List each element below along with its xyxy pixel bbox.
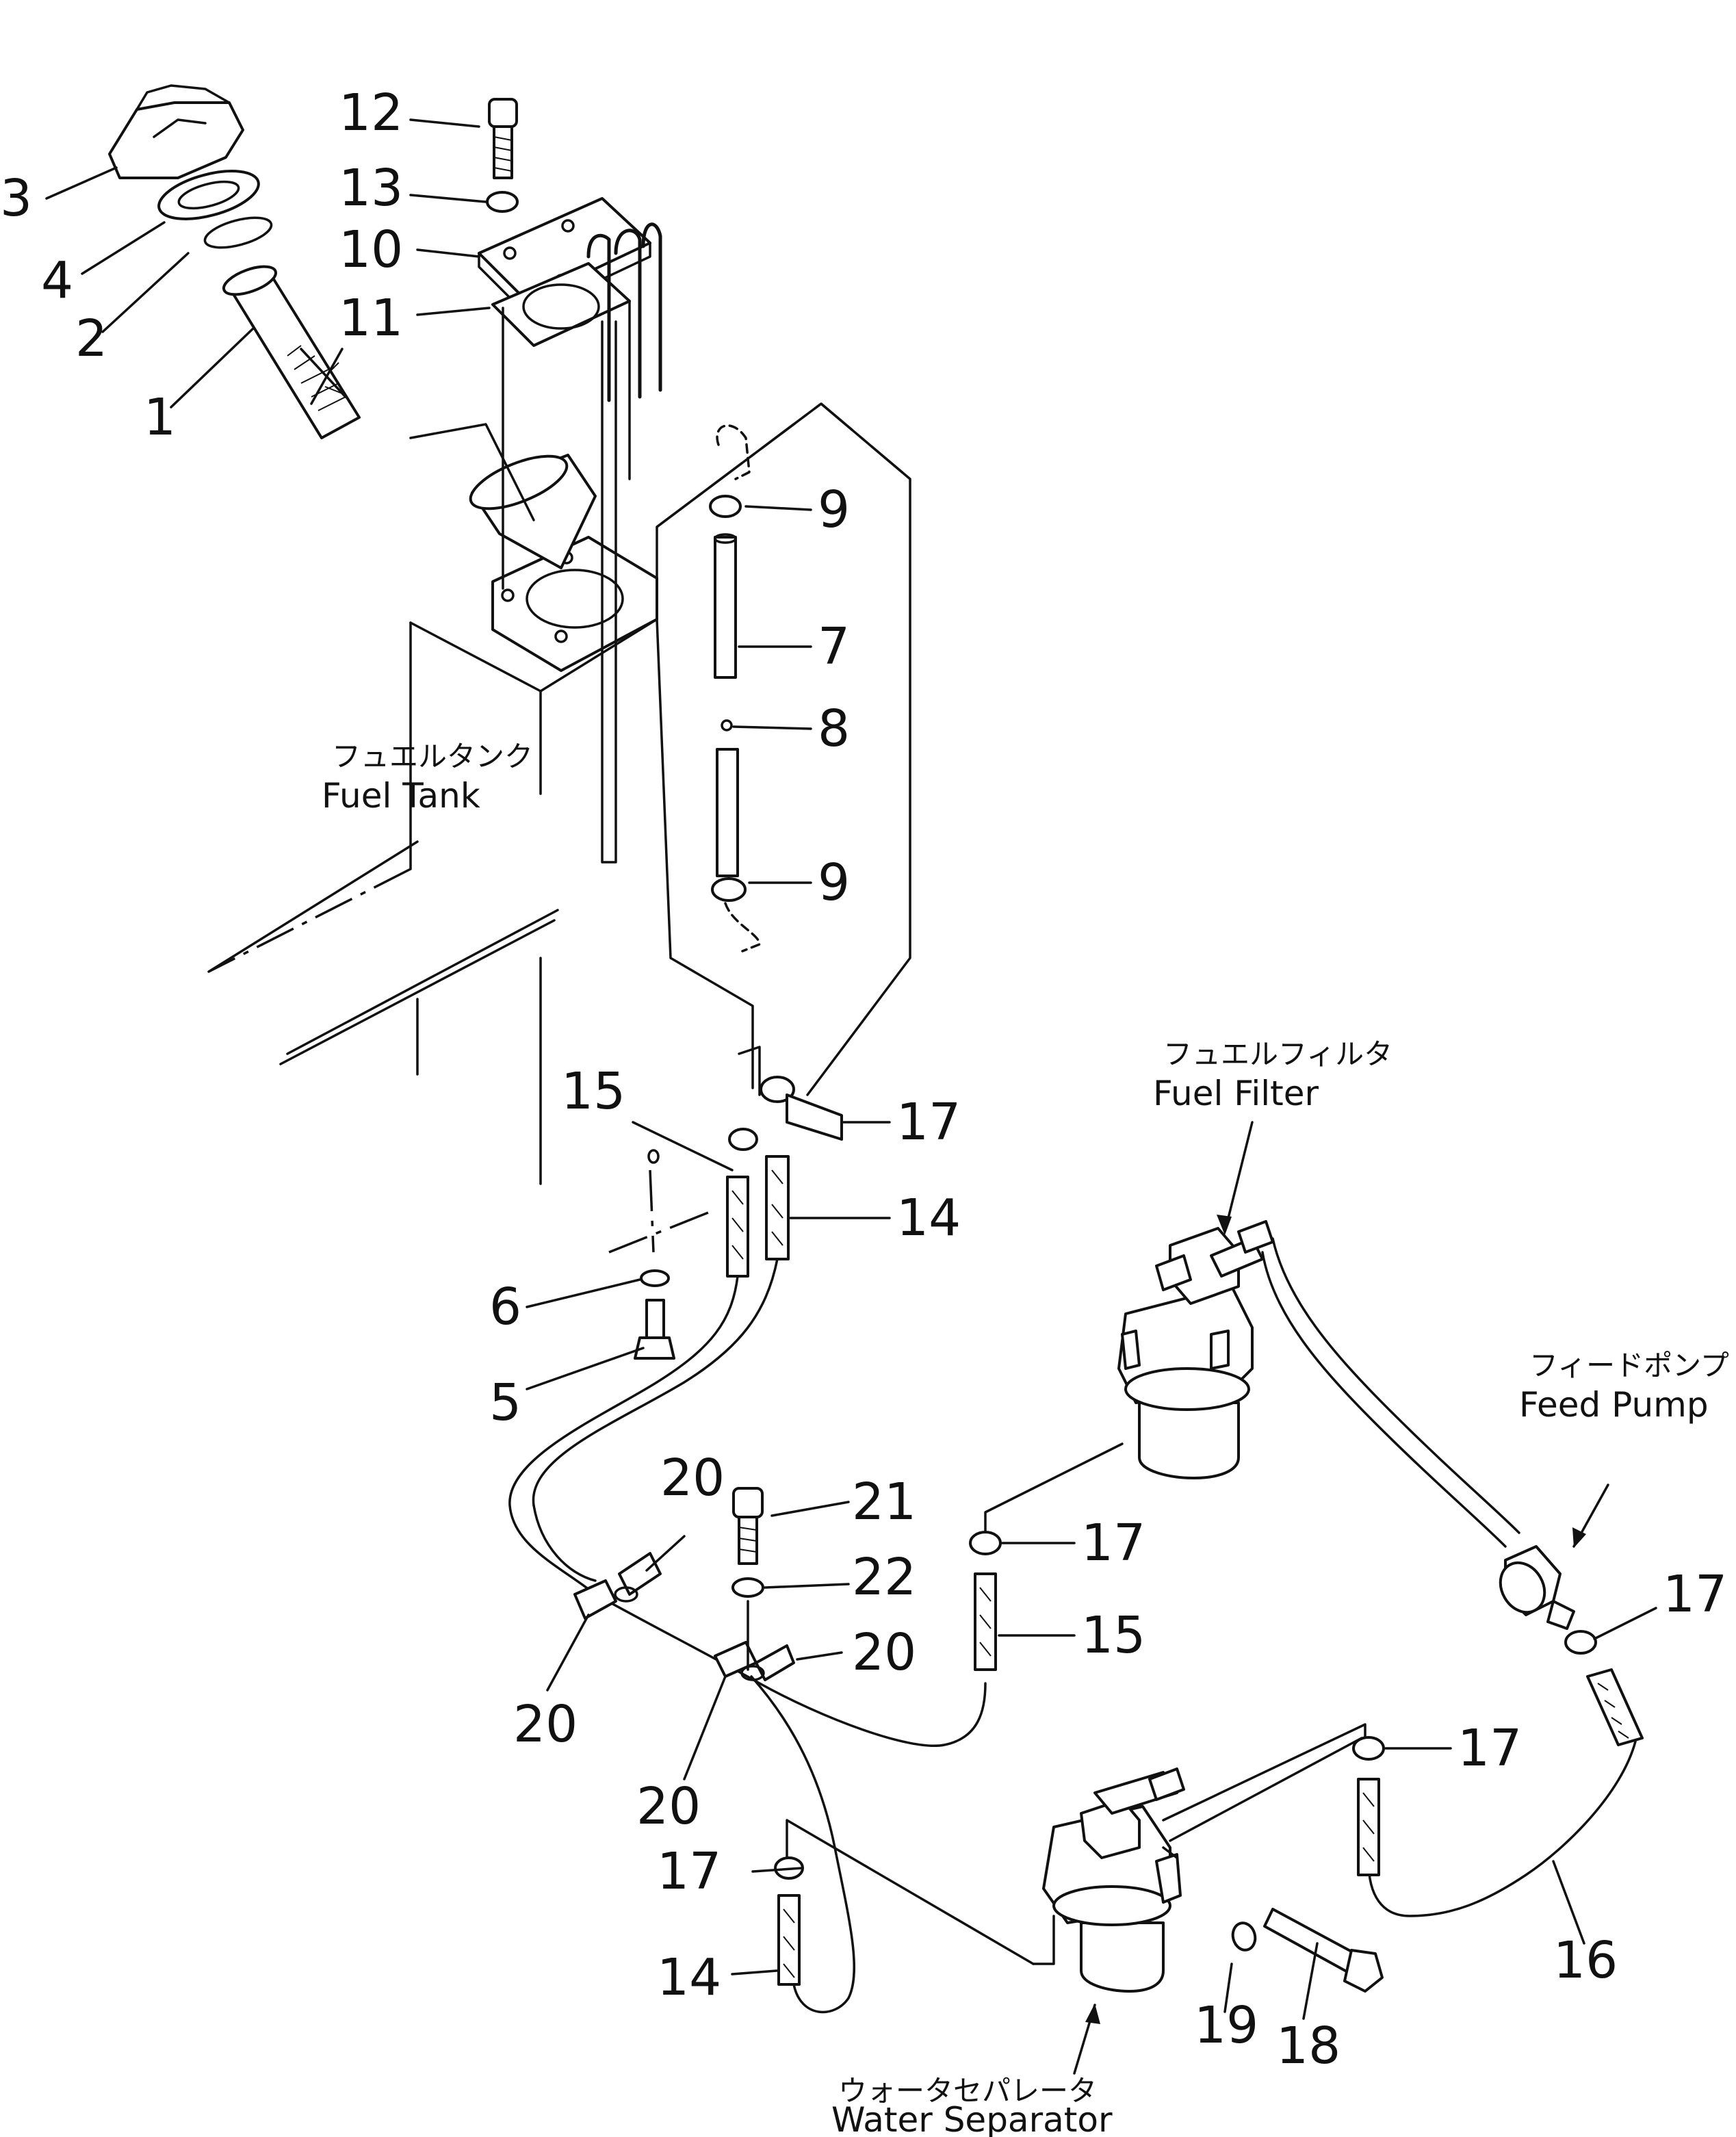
callout-22: 22 [852,1548,916,1607]
arrow-fuel-filter [1217,1215,1232,1235]
callout-15b: 15 [1081,1606,1145,1665]
hose-14-lower [1352,1736,1385,1876]
feed-pump-return-hose [1162,1630,1644,1917]
callout-17b: 17 [1081,1514,1145,1572]
hose-14-bottom [774,1856,804,1986]
arrow-feed-pump [1572,1527,1586,1548]
fuel-tank-label: Fuel Tank [322,776,480,816]
callout-17c: 17 [1663,1565,1727,1624]
fuel-filter-label: Fuel Filter [1153,1074,1319,1113]
washer-19 [1231,1921,1257,1952]
feed-pump [1499,1545,1575,1630]
fuel-filter-label-jp: フュエルフィルタ [1163,1037,1392,1071]
callout-4: 4 [41,251,73,310]
upper-hose-joint [508,1046,843,1596]
hose-15-lower [969,1531,1002,1671]
callout-13: 13 [339,159,403,218]
callout-20c: 20 [513,1695,578,1754]
return-hose-assembly [709,424,761,953]
bolt-18 [1263,1908,1384,1993]
callout-17a: 17 [896,1093,961,1152]
water-separator-label-jp: ウォータセパレータ [838,2074,1097,2108]
callout-5: 5 [489,1373,521,1432]
callout-9b: 9 [818,853,850,912]
feed-pump-label-jp: フィードポンプ [1529,1349,1729,1382]
callout-3: 3 [0,169,32,228]
callout-14a: 14 [896,1189,961,1247]
callout-11: 11 [339,289,403,348]
fuel-tank-label-jp: フュエルタンク [332,740,533,773]
callout-16: 16 [1553,1931,1618,1990]
water-separator [786,1737,1363,1993]
callout-12: 12 [339,83,403,142]
callout-15a: 15 [561,1062,625,1121]
filler-cap-assembly [108,84,361,439]
callout-18: 18 [1276,2017,1340,2075]
callout-19: 19 [1194,1996,1258,2055]
callout-20a: 20 [660,1449,725,1507]
callout-17e: 17 [657,1842,721,1901]
callout-9a: 9 [818,480,850,539]
callout-7: 7 [818,617,850,676]
callout-numbers: 1 2 3 4 5 6 7 8 9 9 10 11 12 13 14 14 15… [0,83,1727,2075]
feed-pump-label: Feed Pump [1519,1385,1709,1425]
drain-plug [608,1149,712,1360]
callout-20d: 20 [636,1777,701,1836]
callout-6: 6 [489,1278,521,1336]
callout-1: 1 [144,388,176,447]
callout-8: 8 [818,699,850,758]
clamp-assembly [532,1487,987,2014]
component-labels: フュエルタンク Fuel Tank フュエルフィルタ Fuel Filter フ… [322,740,1729,2137]
fuel-tank [207,402,911,1185]
callout-10: 10 [339,220,403,279]
callout-14b: 14 [657,1948,721,2007]
bolt-12 [488,98,518,179]
callout-20b: 20 [852,1623,916,1682]
fuel-filter [984,1220,1520,1555]
arrow-water-separator [1085,2004,1100,2024]
washer-13 [486,191,519,213]
water-separator-label: Water Separator [831,2100,1113,2137]
callout-21: 21 [852,1473,916,1531]
fuel-level-sender [478,197,662,864]
callout-17d: 17 [1458,1719,1522,1778]
callout-2: 2 [75,309,107,368]
leader-lines [45,118,1657,2075]
